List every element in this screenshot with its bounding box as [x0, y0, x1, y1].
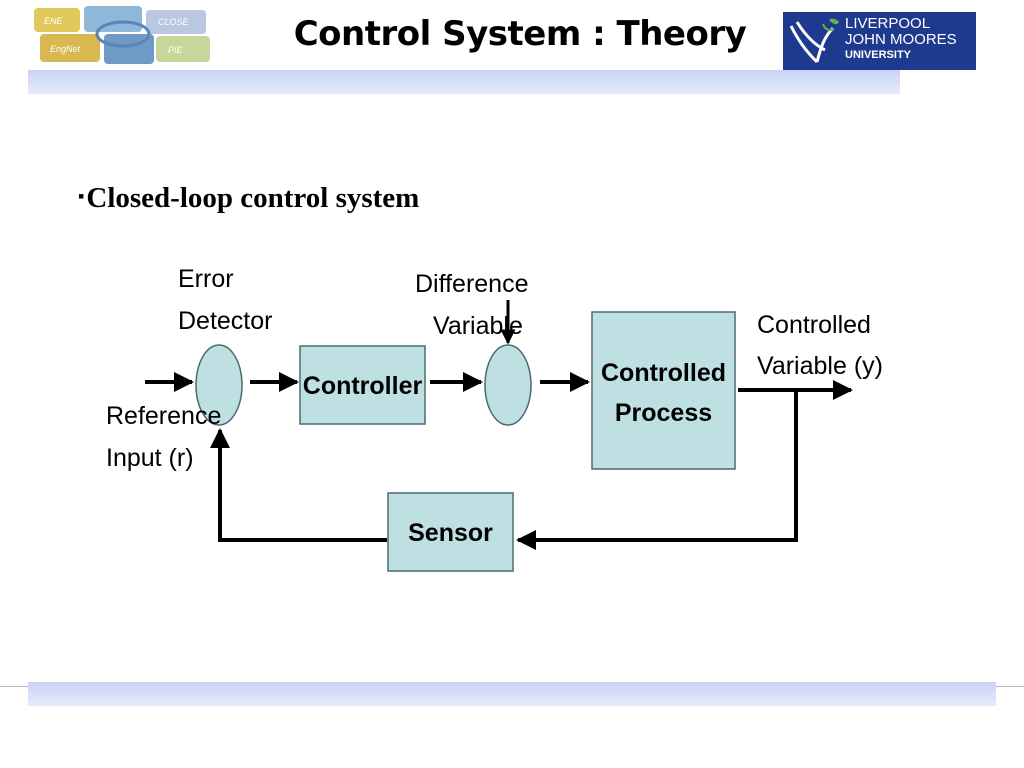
ljmu-line-2: JOHN MOORES	[845, 31, 957, 48]
puzzle-piece-ene: ENE	[44, 16, 64, 26]
reference-label-line-2: Input (r)	[106, 444, 194, 472]
ljmu-wordmark: LIVERPOOL JOHN MOORES UNIVERSITY	[845, 16, 957, 62]
ljmu-line-1: LIVERPOOL	[845, 15, 931, 32]
puzzle-logo-icon: ENE CLOSE EngNet PIE	[34, 6, 210, 64]
ljmu-line-3: UNIVERSITY	[845, 49, 912, 61]
error-detector-junction	[195, 344, 243, 426]
process-label-line-1: Controlled	[601, 359, 726, 387]
sensor-feedback-line	[210, 428, 387, 542]
ljmu-bird-icon	[789, 18, 839, 64]
controller-label: Controller	[303, 372, 423, 400]
process-label-line-2: Process	[615, 399, 712, 427]
controlled-variable-label-line-1: Controlled	[757, 311, 871, 339]
puzzle-piece-engnet: EngNet	[50, 44, 81, 54]
header-band	[28, 70, 900, 94]
ljmu-logo: LIVERPOOL JOHN MOORES UNIVERSITY	[783, 12, 976, 70]
output-to-sensor-line	[516, 390, 798, 550]
difference-label-line-1: Difference	[415, 270, 529, 298]
puzzle-piece-pie: PIE	[168, 45, 184, 55]
bullet-text: Closed-loop control system	[86, 182, 420, 214]
controller-block	[299, 345, 426, 425]
sensor-block	[387, 492, 514, 572]
error-detector-label-line-1: Error	[178, 265, 234, 293]
controlled-process-block	[591, 311, 736, 470]
difference-label-line-2: Variable	[433, 312, 523, 340]
puzzle-logo: ENE CLOSE EngNet PIE	[30, 4, 216, 70]
footer-rule-right	[996, 686, 1024, 687]
slide-title: Control System : Theory	[293, 14, 747, 54]
error-detector-label-line-2: Detector	[178, 307, 272, 335]
footer-band	[28, 682, 996, 706]
bullet-square-icon: ▪	[78, 186, 85, 206]
footer-rule-left	[0, 686, 28, 687]
sensor-label: Sensor	[408, 519, 493, 547]
difference-junction	[484, 344, 532, 426]
controlled-variable-label-line-2: Variable (y)	[757, 352, 883, 380]
reference-label-line-1: Reference	[106, 402, 221, 430]
puzzle-piece-close: CLOSE	[158, 17, 190, 27]
bullet-item: ▪Closed-loop control system	[78, 182, 419, 215]
